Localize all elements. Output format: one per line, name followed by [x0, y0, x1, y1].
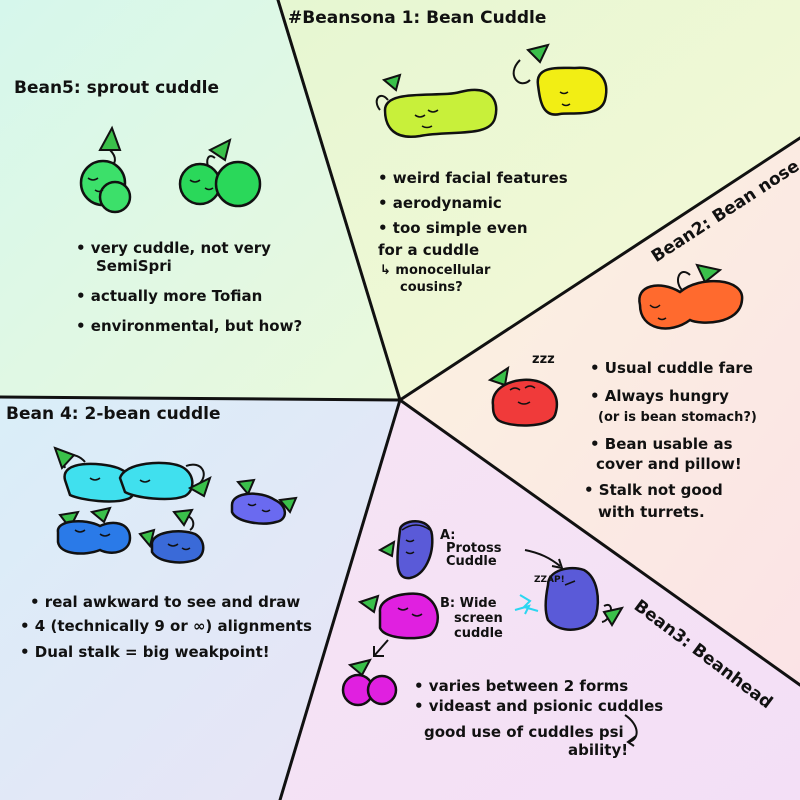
bean3-note-1: • varies between 2 forms: [414, 677, 629, 695]
bean2-orange-bean: [638, 263, 744, 330]
bean5-note-3: • actually more Tofian: [76, 287, 263, 305]
bean5-sprout-right: [178, 138, 262, 208]
bean3-note-4: ability!: [568, 741, 629, 759]
bean2-red-sleeping-bean: [487, 365, 559, 427]
bean2-note-1: • Usual cuddle fare: [590, 359, 753, 377]
bean2-note-3: (or is bean stomach?): [598, 410, 757, 425]
bean1-yellowgreen-bean: [375, 73, 498, 139]
bean5-note-4: • environmental, but how?: [76, 317, 303, 335]
bean4-title: Bean 4: 2-bean cuddle: [6, 404, 221, 424]
bean3-widescreen-bean: [357, 592, 439, 640]
bean3-zap-text: ZZAP!: [534, 575, 565, 585]
bean3-label-a-2: Protoss: [446, 541, 502, 556]
bean5-title: Bean5: sprout cuddle: [14, 78, 219, 98]
bean3-note-2: • videast and psionic cuddles: [414, 697, 664, 715]
bean5-note-1: • very cuddle, not very: [76, 239, 271, 257]
bean3-label-a-3: Cuddle: [446, 554, 497, 569]
bean2-note-2: • Always hungry: [590, 387, 729, 405]
bean2-sleep-text: zzz: [532, 352, 555, 367]
panel-bean2: [400, 138, 800, 685]
bean2-note-7: with turrets.: [598, 503, 705, 521]
bean1-note-4: for a cuddle: [378, 241, 480, 259]
bean2-note-4: • Bean usable as: [590, 435, 733, 453]
bean2-note-5: cover and pillow!: [596, 455, 742, 473]
bean3-label-b-3: cuddle: [454, 626, 503, 641]
bean3-label-b-1: B: Wide: [440, 596, 497, 611]
bean1-note-5: ↳ monocellular: [380, 263, 491, 278]
bean3-small-magenta-bean: [341, 658, 398, 707]
bean1-note-1: • weird facial features: [378, 169, 568, 187]
bean4-note-2: • 4 (technically 9 or ∞) alignments: [20, 617, 312, 635]
bean4-note-3: • Dual stalk = big weakpoint!: [20, 643, 270, 661]
bean2-note-6: • Stalk not good: [584, 481, 723, 499]
bean1-note-2: • aerodynamic: [378, 194, 502, 212]
bean3-psionic-bean: [514, 566, 625, 631]
bean3-note-3: good use of cuddles psi: [424, 723, 624, 741]
bean1-note-6: cousins?: [400, 280, 463, 295]
bean5-note-2: SemiSpri: [96, 257, 172, 275]
bean1-yellow-bean: [512, 43, 608, 116]
panel-bean3: [280, 400, 800, 800]
bean4-darkblue-pair: [138, 508, 205, 564]
bean3-protoss-bean: [377, 520, 434, 580]
bean1-note-3: • too simple even: [378, 219, 528, 237]
bean5-sprout-left: [79, 125, 132, 214]
bean3-label-b-2: screen: [454, 611, 503, 626]
bean1-title: #Beansona 1: Bean Cuddle: [288, 8, 547, 28]
bean4-cyan-pair: [53, 446, 212, 503]
bean3-label-a-1: A:: [440, 528, 456, 543]
bean4-small-purple-pair: [230, 478, 298, 525]
bean4-blue-pair: [56, 506, 132, 555]
bean3-arrows: [373, 549, 638, 747]
bean4-note-1: • real awkward to see and draw: [30, 593, 301, 611]
